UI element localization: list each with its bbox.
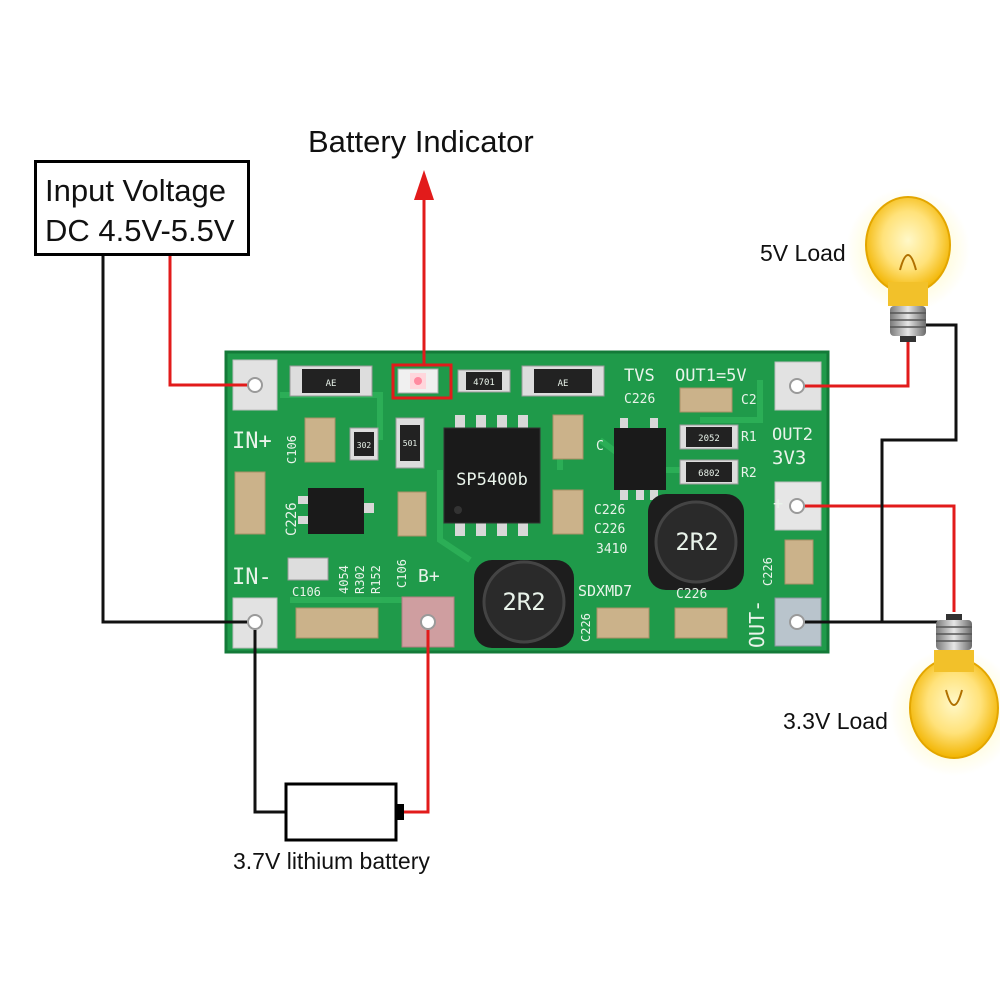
silk-sdxmd7: SDXMD7 xyxy=(578,582,632,600)
resistor-2052: 2052 xyxy=(679,424,739,450)
silk-tvs: TVS xyxy=(624,366,655,386)
ic-4054 xyxy=(298,488,374,534)
input-voltage-box: Input Voltage DC 4.5V-5.5V xyxy=(34,160,250,256)
silk-c226-vertical: C226 xyxy=(579,613,593,642)
cap-c226-right xyxy=(784,539,814,585)
silk-3410: 3410 xyxy=(596,542,627,557)
silk-out2: OUT2 xyxy=(772,425,813,445)
led-highlight-box xyxy=(391,363,453,400)
silk-4054: 4054 xyxy=(337,565,351,594)
silk-c: C xyxy=(596,439,604,454)
capacitors xyxy=(234,387,814,639)
resistor-2052-label: 2052 xyxy=(698,434,720,444)
silk-c226-bottom: C226 xyxy=(676,587,707,602)
resistor-small-left xyxy=(287,557,329,581)
cap-c226-mid xyxy=(552,489,584,535)
bulb-5v xyxy=(846,188,970,342)
diode-ae-left-label: AE xyxy=(326,379,337,389)
silk-c2: C2 xyxy=(741,393,757,408)
resistor-6802: 6802 xyxy=(679,459,739,485)
silk-in-minus: IN- xyxy=(232,565,272,590)
cap-c226-bottom-right xyxy=(674,607,728,639)
silk-r302: R302 xyxy=(353,565,367,594)
ic-chip-label: SP5400b xyxy=(456,470,528,490)
resistor-4701-label: 4701 xyxy=(473,378,495,388)
label-5v-load: 5V Load xyxy=(760,240,846,266)
silk-c226-a: C226 xyxy=(594,503,625,518)
silk-c226-top: C226 xyxy=(624,392,655,407)
cap-c106-bottom xyxy=(295,607,379,639)
wires xyxy=(101,256,958,814)
silk-c226-b: C226 xyxy=(594,522,625,537)
inductor-bottom: 2R2 xyxy=(474,560,574,648)
inductor-bottom-label: 2R2 xyxy=(502,588,545,616)
silk-plus: + xyxy=(773,494,783,514)
battery-indicator-title: Battery Indicator xyxy=(308,124,534,159)
silkscreen-labels: IN+ IN- B+ TVS OUT1=5V C226 C2 R1 R2 OUT… xyxy=(232,366,813,648)
bulb-3v3 xyxy=(890,614,1000,776)
wire-battery-positive xyxy=(404,630,430,814)
silk-c226-right: C226 xyxy=(761,557,775,586)
inductor-top-label: 2R2 xyxy=(675,528,718,556)
silk-r152: R152 xyxy=(369,565,383,594)
resistor-501-label: 501 xyxy=(403,439,418,448)
silk-r2: R2 xyxy=(741,466,757,481)
indicator-arrow xyxy=(414,170,434,365)
resistor-501: 501 xyxy=(395,417,425,469)
wire-3v3-output xyxy=(805,504,956,612)
silk-r1: R1 xyxy=(741,430,757,445)
input-voltage-line1: Input Voltage xyxy=(45,173,226,208)
cap-c xyxy=(552,414,584,460)
silk-c106-mid: C106 xyxy=(395,559,409,588)
inductor-top-right: 2R2 xyxy=(648,494,744,590)
resistor-6802-label: 6802 xyxy=(698,469,720,479)
diode-ae-right: AE xyxy=(521,365,605,397)
battery-indicator-led xyxy=(397,368,439,394)
wire-input-positive xyxy=(168,256,247,387)
silk-c106-top: C106 xyxy=(285,435,299,464)
cap-mid-left xyxy=(397,491,427,537)
wire-out-negative-5v xyxy=(880,323,958,622)
cap-c226-bottom-left xyxy=(596,607,650,639)
resistor-302-label: 302 xyxy=(357,441,372,450)
silk-out-minus: OUT- xyxy=(745,600,769,648)
wire-battery-negative xyxy=(253,630,286,814)
label-3v3-load: 3.3V Load xyxy=(783,708,888,734)
diode-ae-right-label: AE xyxy=(558,379,569,389)
cap-c106-top xyxy=(304,417,336,463)
silk-c106-bottom: C106 xyxy=(292,585,321,599)
silk-c226-left: C226 xyxy=(284,502,300,536)
silk-out1: OUT1=5V xyxy=(675,366,747,386)
silk-out2-voltage: 3V3 xyxy=(772,447,806,469)
wire-input-negative xyxy=(101,256,247,624)
resistor-4701: 4701 xyxy=(457,369,511,393)
diode-ae-left: AE xyxy=(289,365,373,397)
input-voltage-line2: DC 4.5V-5.5V xyxy=(45,213,235,248)
pcb-board: AE AE 4701 xyxy=(224,350,830,654)
label-battery: 3.7V lithium battery xyxy=(233,848,430,874)
resistor-302: 302 xyxy=(349,427,379,461)
wire-5v-output xyxy=(805,336,910,388)
cap-c2 xyxy=(679,387,733,413)
cap-c226-left xyxy=(234,471,266,535)
silk-b-plus: B+ xyxy=(418,566,440,587)
silk-in-plus: IN+ xyxy=(232,429,272,454)
ic-sp5400b: SP5400b xyxy=(443,415,541,536)
ic-3410 xyxy=(614,418,666,500)
lithium-battery xyxy=(284,782,404,842)
